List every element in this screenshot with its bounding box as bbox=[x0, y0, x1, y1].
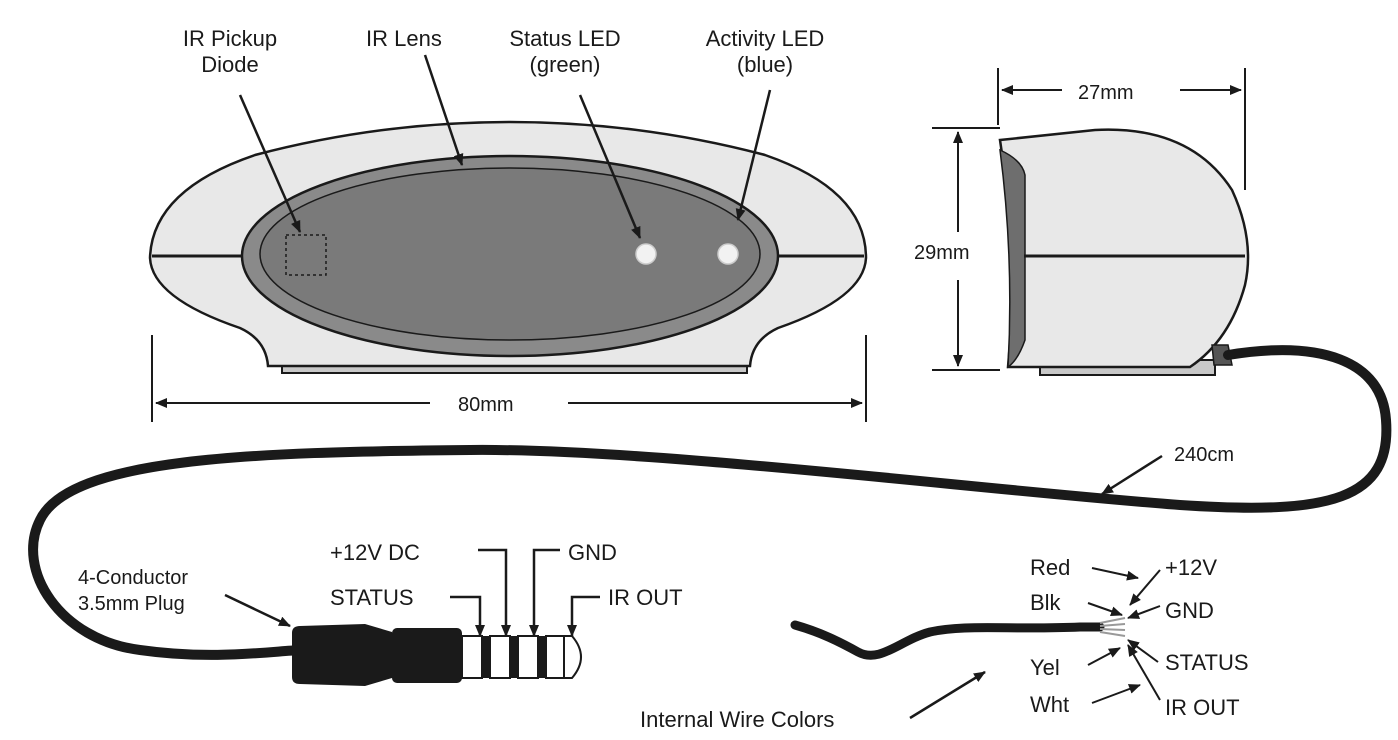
plug-callouts bbox=[224, 548, 600, 637]
side-housing bbox=[998, 128, 1250, 369]
signal-irout-label: IR OUT bbox=[1165, 695, 1240, 720]
front-view bbox=[148, 120, 868, 374]
wire-end bbox=[790, 617, 1126, 660]
wire-blk-label: Blk bbox=[1030, 590, 1061, 615]
plug-title-label: 4-Conductor 3.5mm Plug bbox=[78, 567, 189, 615]
status-led-label: Status LED (green) bbox=[509, 26, 621, 77]
pin-gnd-label: GND bbox=[568, 540, 617, 565]
callout-arrows bbox=[238, 54, 772, 239]
activity-led bbox=[717, 243, 739, 265]
status-led bbox=[635, 243, 657, 265]
wire-red-label: Red bbox=[1030, 555, 1071, 580]
wire-wht-label: Wht bbox=[1030, 692, 1070, 717]
signal-status-label: STATUS bbox=[1165, 650, 1249, 675]
pin-irout-label: IR OUT bbox=[608, 585, 683, 610]
dimension-height bbox=[932, 127, 1000, 371]
side-view bbox=[998, 128, 1250, 376]
cable-length-label: 240cm bbox=[1174, 444, 1235, 466]
signal-12v-label: +12V bbox=[1165, 555, 1217, 580]
cable bbox=[28, 345, 1392, 660]
side-lens-edge bbox=[999, 148, 1026, 369]
depth-dimension-label: 27mm bbox=[1078, 82, 1134, 104]
dimension-width bbox=[151, 335, 867, 422]
wire-yel-label: Yel bbox=[1030, 655, 1060, 680]
audio-plug bbox=[292, 624, 582, 686]
wire-colors-caption: Internal Wire Colors bbox=[640, 707, 835, 732]
lens-inner bbox=[259, 167, 761, 341]
cable-strain-relief bbox=[1211, 344, 1233, 366]
pin-12v-label: +12V DC bbox=[330, 540, 420, 565]
ir-pickup-diode bbox=[285, 234, 327, 276]
dimension-depth bbox=[997, 68, 1246, 190]
width-dimension-label: 80mm bbox=[458, 394, 514, 416]
activity-led-label: Activity LED (blue) bbox=[705, 26, 825, 77]
ir-lens-label: IR Lens bbox=[366, 26, 442, 51]
wire-callouts bbox=[909, 567, 1161, 720]
pin-status-label: STATUS bbox=[330, 585, 414, 610]
cable-length-arrow bbox=[1101, 454, 1163, 496]
ir-pickup-label: IR Pickup Diode bbox=[182, 26, 278, 77]
signal-gnd-label: GND bbox=[1165, 598, 1214, 623]
height-dimension-label: 29mm bbox=[914, 242, 970, 264]
